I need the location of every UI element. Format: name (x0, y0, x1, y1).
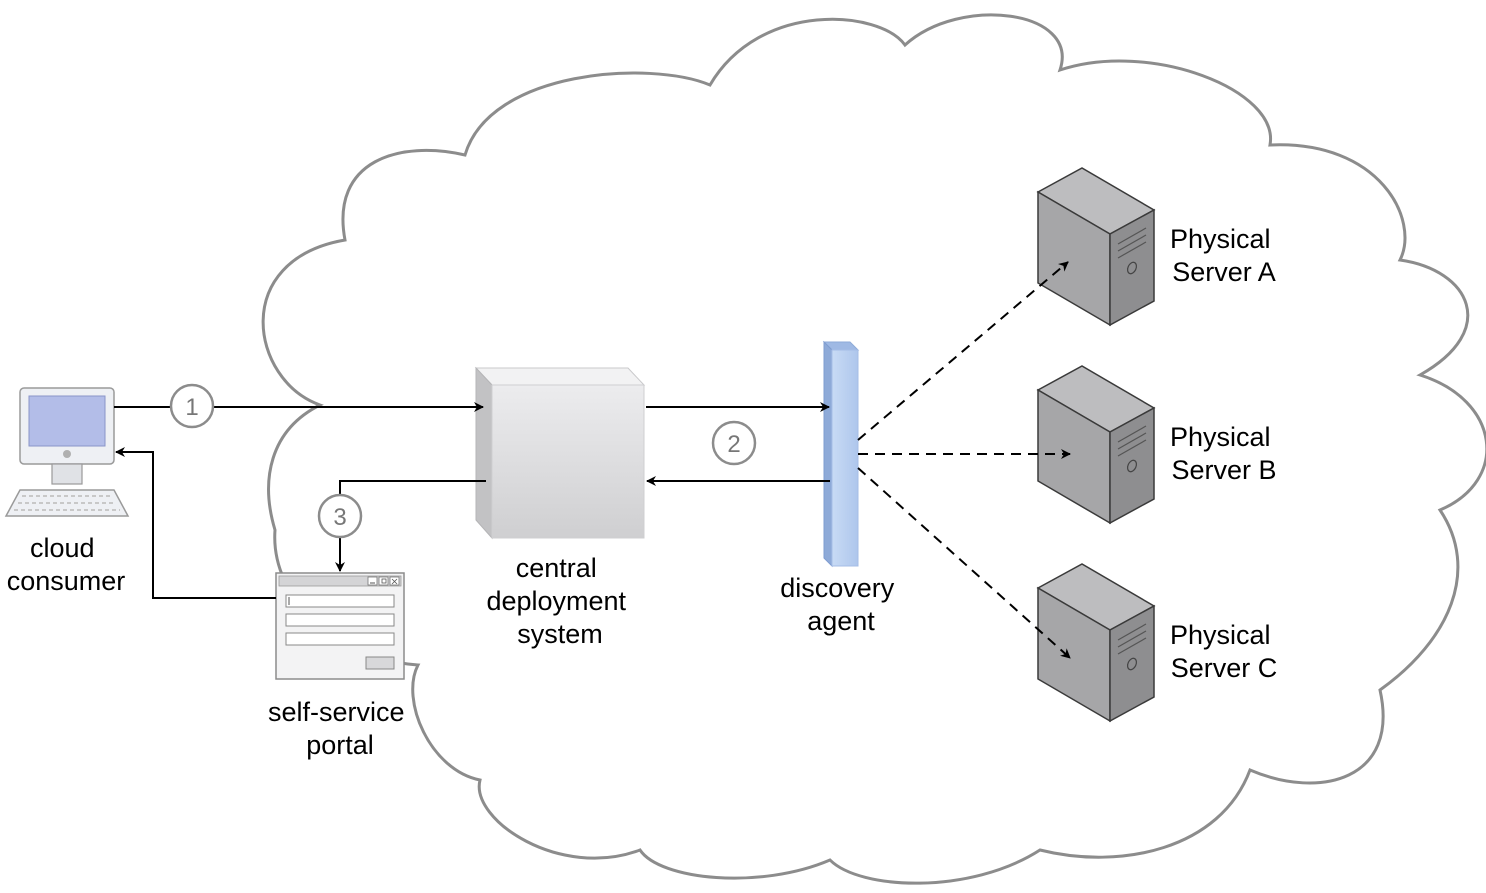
svg-text:3: 3 (333, 504, 346, 531)
step-2-marker: 2 (711, 420, 757, 466)
dashed-arrow-to-server-a (857, 261, 1069, 441)
step-1-marker: 1 (169, 383, 215, 429)
dashed-arrow-to-server-c (857, 467, 1071, 659)
cloud-consumer-label: cloud consumer (7, 533, 126, 596)
server-c-label: Physical Server C (1170, 620, 1278, 683)
step-3-marker: 3 (317, 493, 363, 539)
central-deployment-system-label: central deployment system (486, 553, 633, 649)
cloud-boundary (261, 13, 1486, 885)
server-b-label: Physical Server B (1170, 422, 1278, 485)
svg-text:2: 2 (727, 431, 740, 458)
computer-icon (4, 387, 130, 517)
self-service-portal-label: self-service portal (268, 697, 412, 760)
svg-text:1: 1 (185, 394, 198, 421)
central-deployment-system-box (474, 366, 646, 540)
server-c-icon (1036, 563, 1156, 723)
portal-window-icon (275, 572, 405, 680)
server-a-label: Physical Server A (1170, 224, 1278, 287)
server-a-icon (1036, 167, 1156, 327)
discovery-agent-label: discovery agent (780, 573, 902, 636)
discovery-agent-bar (822, 340, 860, 568)
server-b-icon (1036, 365, 1156, 525)
arrow-central-to-portal (335, 480, 486, 572)
arrow-portal-to-consumer (115, 447, 276, 599)
